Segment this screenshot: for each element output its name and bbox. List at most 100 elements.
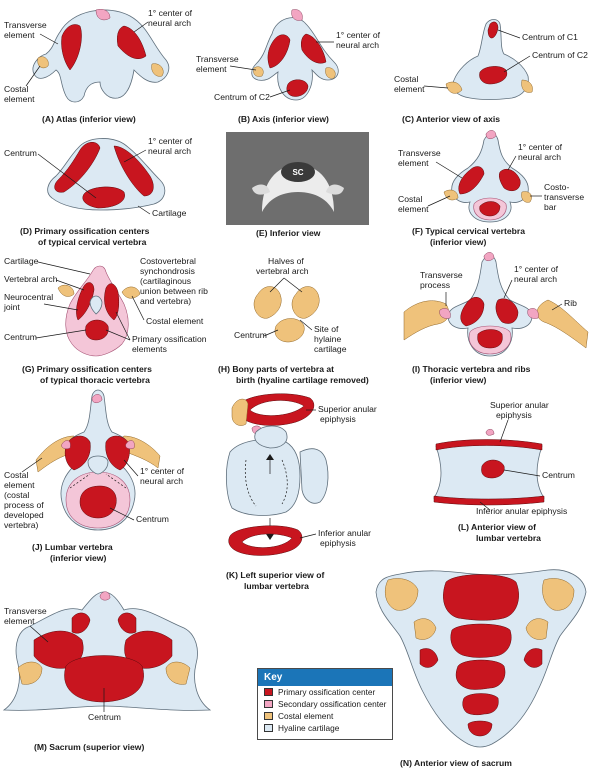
label-k-superior-2: epiphysis bbox=[320, 414, 356, 424]
axis-body bbox=[251, 17, 339, 101]
key-swatch-secondary bbox=[264, 700, 273, 708]
color-key: Key Primary ossification center Secondar… bbox=[257, 668, 393, 740]
label-d-center-1: 1° center of bbox=[148, 136, 193, 146]
label-b-transverse-2: element bbox=[196, 64, 227, 74]
panel-j: Costal element (costal process of develo… bbox=[4, 389, 185, 563]
label-f-center-2: neural arch bbox=[518, 152, 561, 162]
label-m-centrum: Centrum bbox=[88, 712, 121, 722]
caption-m: (M) Sacrum (superior view) bbox=[34, 742, 144, 752]
label-d-center-2: neural arch bbox=[148, 146, 191, 156]
lumbar-arch-right bbox=[105, 435, 130, 471]
label-a-costal-2: element bbox=[4, 94, 35, 104]
label-f-costo-3: bar bbox=[544, 202, 557, 212]
panel-k: Superior anular epiphysis Inferior anula… bbox=[226, 393, 377, 591]
k-vertebral-body bbox=[226, 438, 301, 516]
caption-n: (N) Anterior view of sacrum bbox=[400, 758, 512, 768]
label-h-site-2: hylaine bbox=[314, 334, 341, 344]
lumbar-process-right bbox=[125, 440, 135, 450]
label-h-halves-1: Halves of bbox=[268, 256, 304, 266]
caption-g-1: (G) Primary ossification centers bbox=[22, 364, 152, 374]
label-a-transverse-2: element bbox=[4, 30, 35, 40]
label-a-transverse-1: Transverse bbox=[4, 20, 47, 30]
label-d-cartilage: Cartilage bbox=[152, 208, 187, 218]
k-costal-process bbox=[231, 398, 249, 426]
sacrum-m-centrum bbox=[64, 655, 144, 703]
sacrum-n-wing-r2 bbox=[523, 648, 543, 668]
axis-spine bbox=[291, 9, 303, 21]
typical-cervical-arch-left bbox=[458, 166, 485, 195]
key-item-hyaline: Hyaline cartilage bbox=[258, 722, 392, 734]
sacrum-m-costal-left bbox=[17, 661, 43, 685]
atlas-costal-left bbox=[37, 56, 49, 69]
label-a-costal-1: Costal bbox=[4, 84, 28, 94]
sacrum-n-body-5 bbox=[467, 720, 493, 737]
thoracic-arch-right bbox=[104, 283, 120, 321]
typical-cervical-centrum bbox=[479, 201, 501, 217]
axis-anterior-costal-right bbox=[521, 79, 533, 93]
key-label-hyaline: Hyaline cartilage bbox=[278, 723, 340, 733]
label-k-inferior-2: epiphysis bbox=[320, 538, 356, 548]
label-i-center-1: 1° center of bbox=[514, 264, 559, 274]
key-title: Key bbox=[258, 669, 392, 686]
sacrum-superior bbox=[2, 591, 212, 711]
caption-c: (C) Anterior view of axis bbox=[402, 114, 500, 124]
panel-a: Transverse element Costal element 1° cen… bbox=[4, 8, 193, 124]
thoracic-ribs-arch-right bbox=[495, 298, 519, 324]
atlas-primary-left bbox=[61, 24, 82, 71]
label-g-neuro-2: joint bbox=[3, 302, 20, 312]
label-j-center-1: 1° center of bbox=[140, 466, 185, 476]
thoracic-centrum bbox=[85, 319, 109, 341]
label-b-transverse-1: Transverse bbox=[196, 54, 239, 64]
sacrum-m-arch-left bbox=[71, 612, 91, 634]
panel-e: SC (E) Inferior view bbox=[226, 132, 369, 238]
caption-e: (E) Inferior view bbox=[256, 228, 321, 238]
label-g-primary-2: elements bbox=[132, 344, 167, 354]
panel-h: Halves of vertebral arch Centrum Site of… bbox=[218, 256, 369, 385]
sacrum-n-body-3 bbox=[455, 659, 506, 690]
l-secondary-top bbox=[485, 429, 495, 436]
thoracic-arch-left bbox=[76, 282, 95, 321]
label-f-transverse-1: Transverse bbox=[398, 148, 441, 158]
rib-right bbox=[536, 299, 589, 349]
ct-vertebra bbox=[262, 164, 334, 212]
label-k-superior-1: Superior anular bbox=[318, 404, 377, 414]
birth-arch-left bbox=[253, 286, 282, 319]
label-h-centrum: Centrum bbox=[234, 330, 267, 340]
label-f-costo-1: Costo- bbox=[544, 182, 569, 192]
caption-d-1: (D) Primary ossification centers bbox=[20, 226, 150, 236]
ct-spinal-canal bbox=[281, 162, 315, 182]
k-spinous bbox=[299, 448, 329, 504]
axis-costal-left bbox=[253, 66, 264, 77]
caption-k-1: (K) Left superior view of bbox=[226, 570, 324, 580]
label-l-superior-2: epiphysis bbox=[496, 410, 532, 420]
typical-cervical-arch-right bbox=[498, 169, 521, 191]
sacrum-m-spine bbox=[99, 591, 111, 601]
panel-d: Centrum 1° center of neural arch Cartila… bbox=[4, 136, 193, 247]
sacrum-anterior bbox=[375, 569, 587, 748]
label-j-costal-1: Costal bbox=[4, 470, 28, 480]
cervical-arch-left bbox=[54, 142, 101, 193]
label-j-costal-5: developed bbox=[4, 510, 44, 520]
caption-a: (A) Atlas (inferior view) bbox=[42, 114, 136, 124]
label-g-costo-2: synchondrosis bbox=[140, 266, 195, 276]
panel-g: Cartilage Vertebral arch Neurocentral jo… bbox=[3, 256, 208, 385]
lumbar-arch-left bbox=[64, 435, 91, 471]
label-b-center-2: neural arch bbox=[336, 40, 379, 50]
label-f-center-1: 1° center of bbox=[518, 142, 563, 152]
cervical-centrum bbox=[82, 186, 125, 209]
label-g-cartilage: Cartilage bbox=[4, 256, 39, 266]
lumbar-canal bbox=[87, 455, 109, 475]
panel-m: Transverse element Centrum (M) Sacrum (s… bbox=[2, 591, 212, 752]
l-superior-epiphysis bbox=[435, 439, 543, 451]
label-g-arch: Vertebral arch bbox=[4, 274, 58, 284]
label-k-inferior-1: Inferior anular bbox=[318, 528, 371, 538]
typical-cervical-costal-right bbox=[521, 191, 532, 203]
key-label-costal: Costal element bbox=[278, 711, 334, 721]
caption-i-2: (inferior view) bbox=[430, 375, 486, 385]
axis-anterior-costal-left bbox=[445, 81, 463, 94]
birth-centrum bbox=[274, 318, 305, 343]
label-c-centrum-c2: Centrum of C2 bbox=[532, 50, 588, 60]
thoracic-ribs-transverse-left bbox=[439, 308, 451, 319]
label-f-costo-2: transverse bbox=[544, 192, 584, 202]
sacrum-m-costal-right bbox=[165, 661, 191, 685]
